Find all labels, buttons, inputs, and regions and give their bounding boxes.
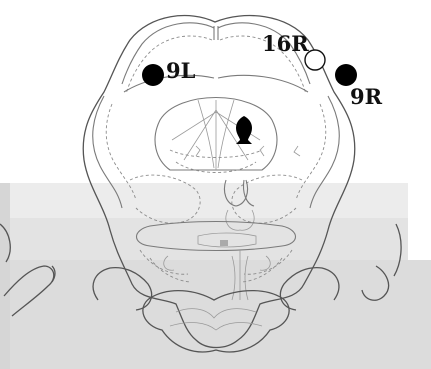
label-9R: 9R bbox=[350, 84, 383, 109]
label-9L: 9L bbox=[166, 58, 196, 83]
marker-9L-dot bbox=[142, 64, 164, 86]
gray-band-upper bbox=[0, 183, 408, 218]
midline-top bbox=[214, 26, 218, 40]
ventricle-shape bbox=[236, 116, 252, 144]
label-16R: 16R bbox=[262, 31, 309, 56]
gray-band-left-strip bbox=[0, 183, 10, 369]
marker-9R-dot bbox=[335, 64, 357, 86]
gray-band-lower bbox=[0, 260, 431, 369]
gray-band-middle bbox=[0, 218, 408, 260]
right-callosal-arc bbox=[218, 75, 308, 92]
